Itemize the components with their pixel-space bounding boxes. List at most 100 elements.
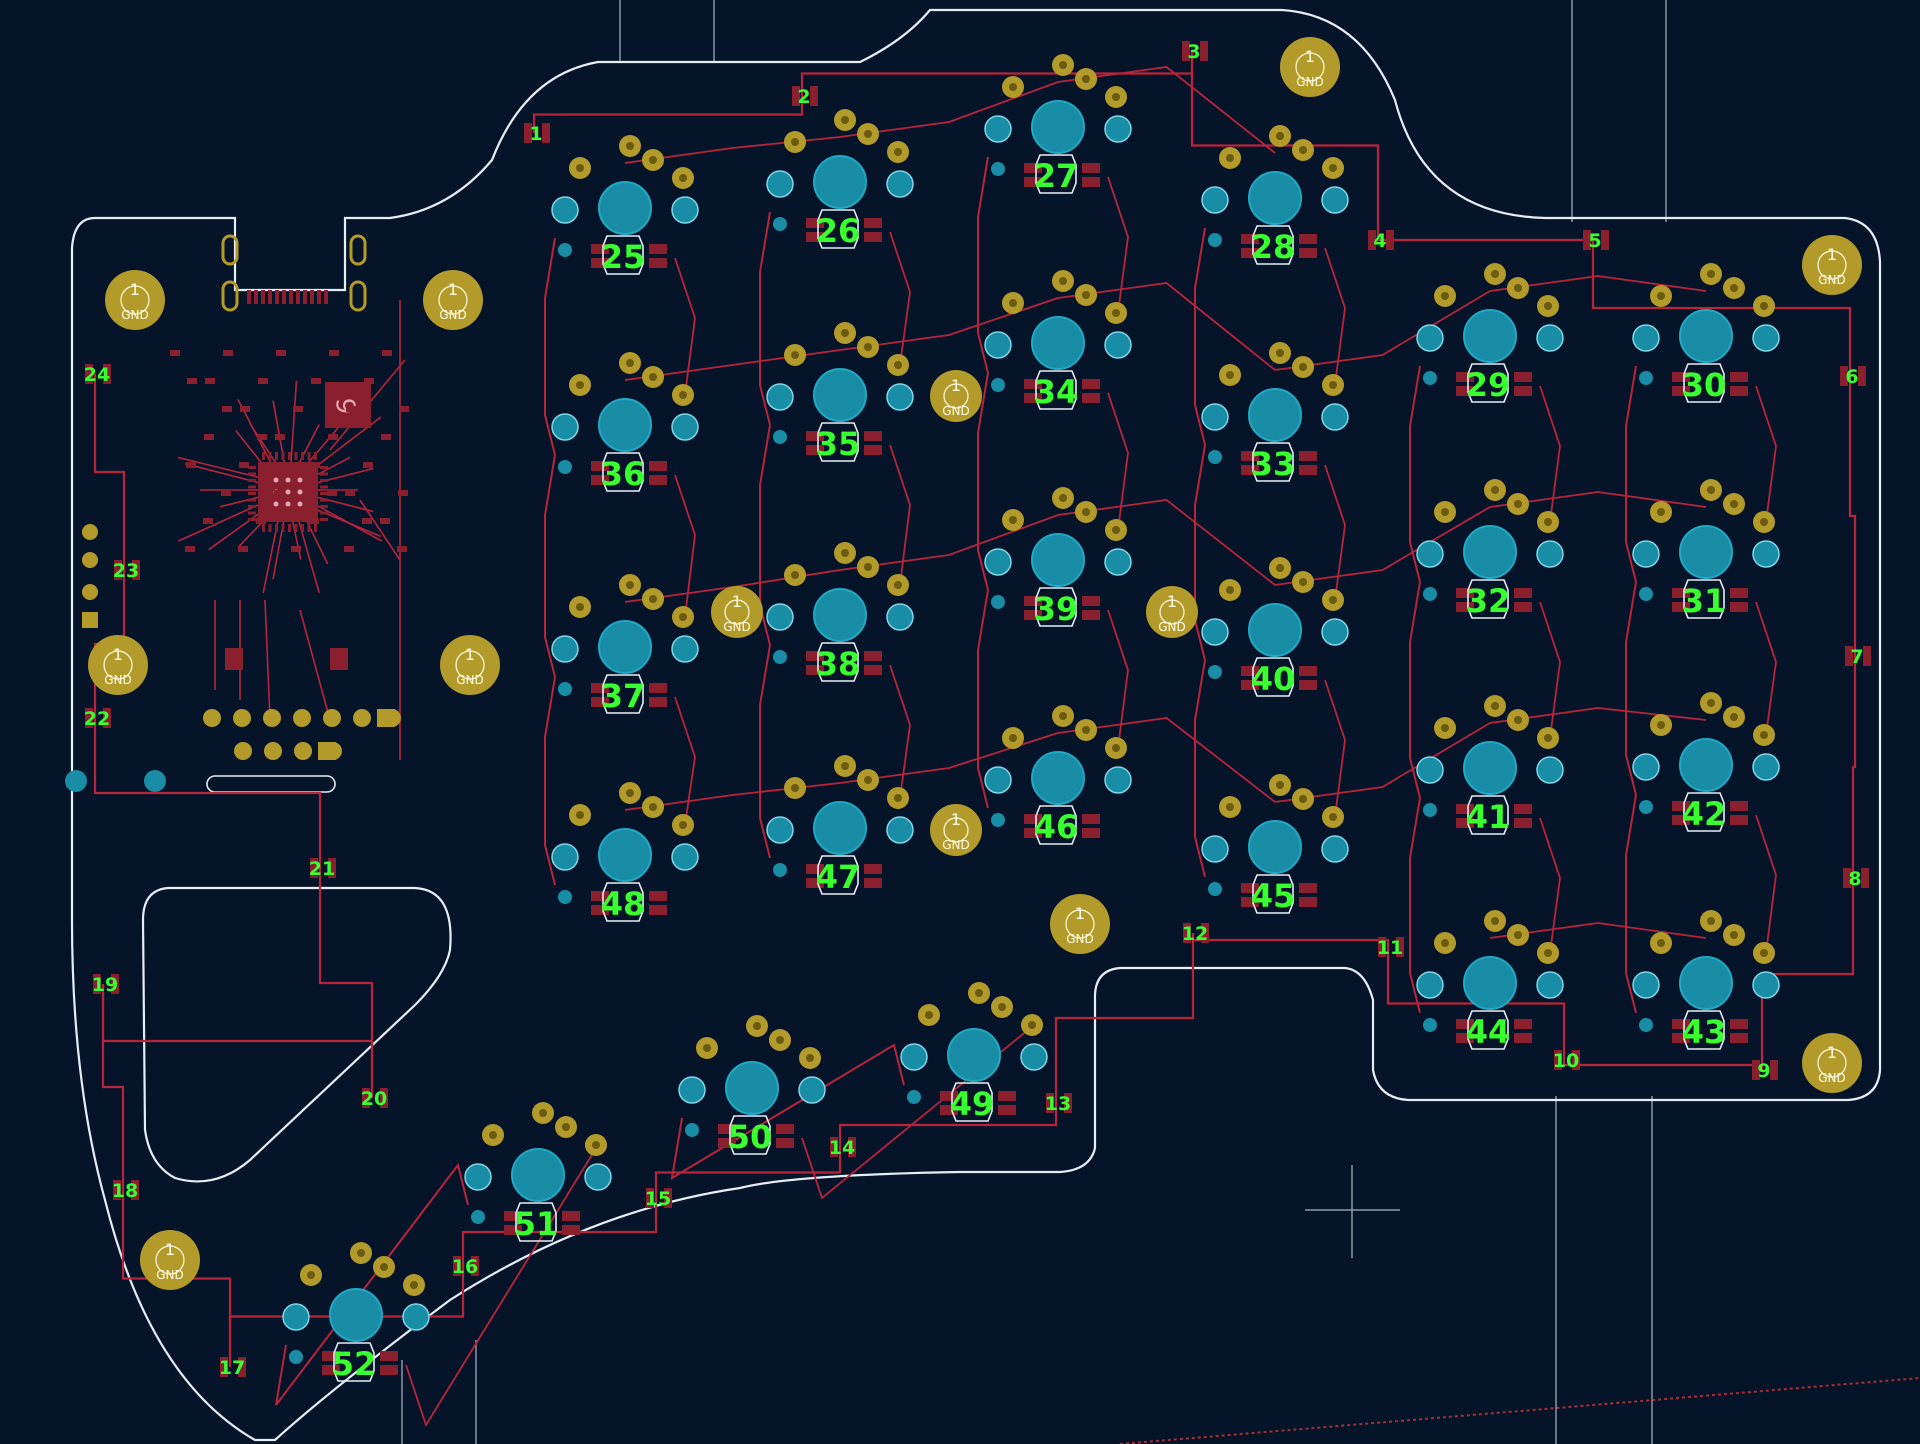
key-switch-45[interactable]: 45 [1201,774,1349,915]
key-switch-39[interactable]: 39 [984,487,1132,628]
key-switch-label: 28 [1251,228,1296,266]
flash-chip[interactable]: 6 [325,382,371,428]
key-switch-label: 38 [816,645,861,683]
led-label: 22 [84,708,110,730]
copper-traces [93,51,1857,1428]
key-switch-48[interactable]: 48 [551,782,699,923]
key-switch-51[interactable]: 51 [464,1102,612,1243]
led-23[interactable]: 23 [113,560,140,582]
led-4[interactable]: 4 [1368,230,1394,252]
key-switch-label: 43 [1682,1013,1727,1051]
led-label: 23 [113,560,139,582]
led-2[interactable]: 2 [792,86,818,108]
key-switch-label: 29 [1466,366,1511,404]
led-18[interactable]: 18 [112,1180,139,1202]
led-22[interactable]: 22 [84,708,111,730]
key-switch-37[interactable]: 37 [551,574,699,715]
gnd-label: GND [942,404,970,418]
led-10[interactable]: 10 [1553,1050,1580,1072]
led-16[interactable]: 16 [452,1256,479,1278]
led-15[interactable]: 15 [645,1188,672,1210]
led-14[interactable]: 14 [829,1137,856,1159]
led-3[interactable]: 3 [1182,41,1208,63]
key-switch-27[interactable]: 27 [984,54,1132,195]
key-switch-26[interactable]: 26 [766,109,914,250]
led-label: 6 [1845,366,1858,388]
pad-number: 1 [732,592,742,611]
key-switch-label: 48 [601,885,646,923]
led-label: 4 [1373,230,1386,252]
led-label: 15 [645,1188,671,1210]
key-switch-36[interactable]: 36 [551,352,699,493]
key-switch-41[interactable]: 41 [1416,695,1564,836]
key-switch-34[interactable]: 34 [984,270,1132,411]
key-switch-38[interactable]: 38 [766,542,914,683]
pad-number: 1 [1827,1043,1837,1062]
key-switch-32[interactable]: 32 [1416,479,1564,620]
led-24[interactable]: 24 [84,364,111,386]
key-switch-52[interactable]: 52 [282,1242,430,1383]
key-switch-30[interactable]: 30 [1632,263,1780,404]
key-switch-29[interactable]: 29 [1416,263,1564,404]
key-switch-label: 37 [601,677,646,715]
key-switch-46[interactable]: 46 [984,705,1132,846]
led-6[interactable]: 6 [1840,366,1866,388]
led-11[interactable]: 11 [1377,937,1404,959]
key-switch-40[interactable]: 40 [1201,557,1349,698]
pad-number: 1 [1827,245,1837,264]
key-switch-49[interactable]: 49 [900,982,1048,1123]
led-label: 9 [1757,1060,1770,1082]
key-switch-35[interactable]: 35 [766,322,914,463]
led-label: 17 [219,1357,245,1379]
led-label: 16 [452,1256,478,1278]
key-switch-47[interactable]: 47 [766,755,914,896]
led-13[interactable]: 13 [1045,1093,1072,1115]
led-21[interactable]: 21 [309,858,336,880]
led-8[interactable]: 8 [1843,868,1869,890]
led-12[interactable]: 12 [1182,923,1209,945]
led-5[interactable]: 5 [1583,230,1609,252]
key-switch-42[interactable]: 42 [1632,692,1780,833]
led-label: 14 [829,1137,855,1159]
key-switch-25[interactable]: 25 [551,135,699,276]
led-label: 1 [529,123,542,145]
led-9[interactable]: 9 [1752,1060,1778,1082]
pad-number: 1 [113,645,123,664]
gnd-label: GND [104,673,132,687]
gnd-label: GND [1296,75,1324,89]
key-switch-label: 25 [601,238,646,276]
led-17[interactable]: 17 [219,1357,246,1379]
key-switch-44[interactable]: 44 [1416,910,1564,1051]
key-switch-31[interactable]: 31 [1632,479,1780,620]
mcu-chip[interactable] [248,452,328,532]
pad-number: 1 [951,810,961,829]
key-switch-50[interactable]: 50 [678,1015,826,1156]
pad-number: 1 [951,376,961,395]
led-7[interactable]: 7 [1845,646,1871,668]
gnd-label: GND [121,308,149,322]
pad-number: 1 [465,645,475,664]
led-19[interactable]: 19 [92,974,119,996]
key-switch-43[interactable]: 43 [1632,910,1780,1051]
key-switch-28[interactable]: 28 [1201,125,1349,266]
gnd-label: GND [439,308,467,322]
key-switch-33[interactable]: 33 [1201,342,1349,483]
led-20[interactable]: 20 [361,1088,388,1110]
led-1[interactable]: 1 [524,123,550,145]
